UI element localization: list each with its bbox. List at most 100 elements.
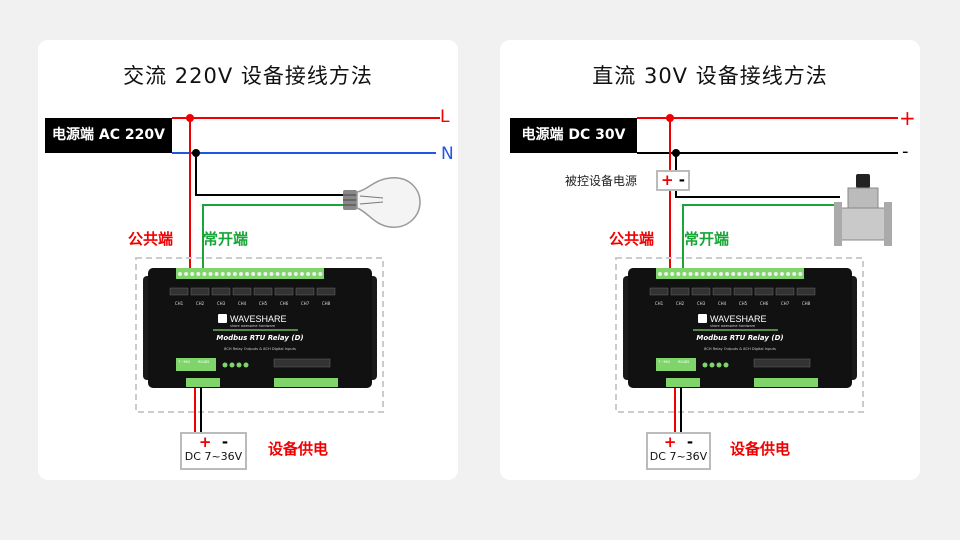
controlled-minus: -	[678, 171, 686, 189]
channel-label: CH1	[175, 301, 184, 306]
top-terminal-block	[656, 268, 804, 279]
power-terminal-label: 7~36V	[658, 360, 671, 364]
bottom-power-terminal	[666, 378, 700, 387]
panel-title: 交流 220V 设备接线方法	[123, 64, 373, 88]
bottom-di-terminal	[274, 378, 338, 387]
channel-label: CH7	[781, 301, 790, 306]
status-led	[723, 362, 729, 368]
normally-open-wire	[682, 204, 842, 272]
solenoid-valve-icon	[834, 174, 892, 246]
waveshare-logo	[218, 314, 227, 323]
channel-terminal	[775, 287, 795, 296]
power-spec: DC 7~36V	[184, 450, 243, 463]
channel-terminal	[712, 287, 732, 296]
power-minus: -	[686, 433, 694, 451]
normally-open-label: 常开端	[684, 230, 730, 248]
status-led	[243, 362, 249, 368]
channel-terminal	[295, 287, 315, 296]
power-plus: +	[198, 433, 212, 451]
positive-label: +	[899, 106, 916, 130]
channel-terminal	[733, 287, 753, 296]
controlled-plus: +	[660, 171, 674, 189]
device-dashed-outline	[135, 257, 384, 413]
channel-label: CH8	[322, 301, 331, 306]
device-dashed-outline	[615, 257, 864, 413]
top-terminal-block	[176, 268, 324, 279]
channel-label: CH5	[259, 301, 268, 306]
common-label: 公共端	[128, 230, 174, 248]
channel-terminal	[670, 287, 690, 296]
controlled-power-box: + -	[656, 170, 690, 191]
power-plus: +	[663, 433, 677, 451]
power-minus: -	[221, 433, 229, 451]
status-led	[236, 362, 242, 368]
channel-terminal	[316, 287, 336, 296]
slogan-text: share awesome hardware	[710, 324, 755, 328]
live-label: L	[440, 107, 450, 127]
status-led	[709, 362, 715, 368]
channel-terminal	[754, 287, 774, 296]
positive-junction	[666, 114, 674, 122]
device-power-label: 设备供电	[730, 440, 791, 458]
channel-label: CH8	[802, 301, 811, 306]
power-input-box: + - DC 7~36V	[646, 432, 711, 470]
waveshare-logo	[698, 314, 707, 323]
live-junction	[186, 114, 194, 122]
channel-terminal	[796, 287, 816, 296]
neutral-to-load-wire	[195, 153, 348, 196]
power-rs485-block	[176, 358, 216, 371]
power-rs485-block	[656, 358, 696, 371]
negative-junction	[672, 149, 680, 157]
di-terminal	[273, 358, 331, 368]
power-terminal-label: 7~36V	[178, 360, 191, 364]
status-led	[229, 362, 235, 368]
negative-label: -	[902, 141, 909, 162]
channel-label: CH4	[718, 301, 727, 306]
status-led	[716, 362, 722, 368]
channel-label: CH7	[301, 301, 310, 306]
bottom-di-terminal	[754, 378, 818, 387]
channel-terminal	[274, 287, 294, 296]
channel-terminal	[211, 287, 231, 296]
channel-terminal	[169, 287, 189, 296]
brand-text: WAVESHARE	[710, 314, 767, 324]
description-text: 8CH Relay Outputs & 8CH Digital Inputs	[704, 347, 776, 351]
light-bulb-icon	[343, 177, 421, 228]
bottom-power-terminal	[186, 378, 220, 387]
device-power-label: 设备供电	[268, 440, 329, 458]
slogan-text: share awesome hardware	[230, 324, 275, 328]
status-led	[222, 362, 228, 368]
model-text: Modbus RTU Relay (D)	[216, 334, 303, 342]
channel-label: CH4	[238, 301, 247, 306]
channel-label: CH1	[655, 301, 664, 306]
common-label: 公共端	[609, 230, 655, 248]
rs485-label: RS485	[198, 360, 209, 364]
channel-label: CH2	[196, 301, 205, 306]
source-label: 电源端 AC 220V	[45, 118, 172, 153]
normally-open-label: 常开端	[203, 230, 249, 248]
channel-terminal	[691, 287, 711, 296]
negative-to-load-wire	[675, 153, 840, 198]
rs485-label: RS485	[678, 360, 689, 364]
controlled-power-label: 被控设备电源	[565, 174, 638, 188]
channel-label: CH3	[697, 301, 706, 306]
source-label: 电源端 DC 30V	[510, 118, 637, 153]
channel-terminal	[190, 287, 210, 296]
channel-label: CH3	[217, 301, 226, 306]
neutral-label: N	[441, 144, 454, 164]
model-text: Modbus RTU Relay (D)	[696, 334, 783, 342]
channel-label: CH6	[280, 301, 289, 306]
di-terminal	[753, 358, 811, 368]
channel-label: CH2	[676, 301, 685, 306]
neutral-junction	[192, 149, 200, 157]
channel-terminal	[232, 287, 252, 296]
power-input-box: + - DC 7~36V	[180, 432, 247, 470]
status-led	[702, 362, 708, 368]
channel-label: CH6	[760, 301, 769, 306]
